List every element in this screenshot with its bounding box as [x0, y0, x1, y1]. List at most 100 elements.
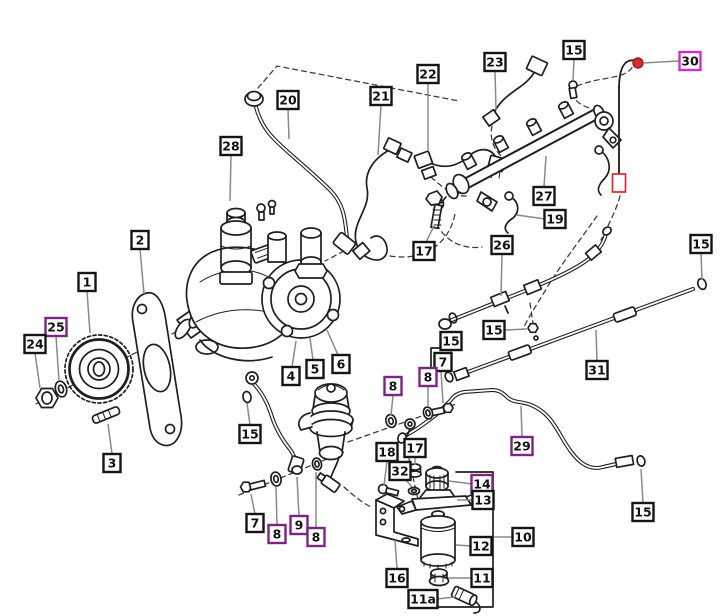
callout-label: 15 [442, 334, 459, 349]
callout-label: 4 [287, 369, 296, 384]
callout-32[interactable]: 32 [388, 460, 413, 488]
callout-23[interactable]: 23 [483, 51, 507, 111]
callout-label: 24 [26, 337, 44, 352]
callout-box [369, 85, 393, 107]
leader-line [572, 58, 575, 82]
callout-label: 8 [424, 370, 433, 385]
callout-11a[interactable]: 11a [407, 588, 456, 610]
callout-box [412, 240, 436, 262]
supply-tube-20 [244, 90, 357, 255]
callout-13[interactable]: 13 [457, 489, 495, 511]
callout-box [490, 234, 514, 256]
callout-26[interactable]: 26 [490, 234, 514, 297]
callout-8[interactable]: 8 [306, 472, 326, 548]
callout-box [562, 39, 586, 61]
callout-15[interactable]: 15 [238, 402, 262, 445]
callout-3[interactable]: 3 [102, 423, 122, 474]
callout-16[interactable]: 16 [385, 539, 409, 589]
callout-17[interactable]: 17 [412, 223, 436, 262]
callout-24[interactable]: 24 [23, 333, 47, 389]
callout-29[interactable]: 29 [510, 405, 534, 457]
leader-line [640, 468, 644, 504]
callout-box [678, 50, 702, 72]
callout-label: 26 [493, 238, 511, 253]
leader-line [309, 337, 314, 361]
callout-15[interactable]: 15 [631, 468, 655, 523]
callout-12[interactable]: 12 [455, 535, 493, 557]
callout-2[interactable]: 2 [130, 229, 150, 295]
callout-31[interactable]: 31 [585, 329, 609, 381]
callout-8[interactable]: 8 [267, 486, 287, 545]
callout-20[interactable]: 20 [276, 89, 300, 140]
callout-4[interactable]: 4 [281, 340, 301, 387]
callout-label: 15 [565, 43, 582, 58]
leader-line [296, 476, 300, 517]
leader-line [326, 329, 339, 356]
callout-label: 7 [251, 516, 260, 531]
callout-label: 9 [295, 518, 304, 533]
callout-19[interactable]: 19 [516, 208, 567, 230]
callout-6[interactable]: 6 [326, 329, 351, 375]
seal-15d [444, 371, 454, 383]
callout-box [306, 526, 326, 548]
o-ring-8c [311, 457, 323, 471]
callout-box [532, 185, 556, 207]
callout-15[interactable]: 15 [482, 319, 528, 341]
callout-21[interactable]: 21 [369, 85, 393, 156]
callout-7[interactable]: 7 [245, 493, 265, 534]
callout-label: 18 [378, 445, 395, 460]
rail-pressure-sensor [435, 173, 470, 210]
callout-label: 6 [337, 357, 346, 372]
leader-line [642, 60, 680, 64]
callout-8[interactable]: 8 [418, 366, 438, 407]
callout-10[interactable]: 10 [494, 526, 535, 548]
bolt-18 [377, 483, 400, 497]
leader-line [448, 480, 473, 485]
leader-line [700, 252, 703, 281]
callout-1[interactable]: 1 [77, 271, 97, 334]
callout-9[interactable]: 9 [289, 476, 309, 536]
callout-28[interactable]: 28 [219, 135, 243, 202]
filter-cap-14 [425, 465, 449, 492]
leader-line [246, 402, 251, 426]
callout-27[interactable]: 27 [532, 155, 556, 207]
callout-label: 30 [681, 54, 699, 69]
callout-11[interactable]: 11 [448, 567, 494, 589]
leader-line [229, 154, 232, 202]
callout-label: 25 [47, 320, 64, 335]
leader-line [503, 328, 528, 331]
callout-7[interactable]: 7 [433, 351, 453, 404]
callout-label: 17 [415, 244, 432, 259]
callout-box [23, 333, 47, 355]
rail-bolt-17 [425, 190, 443, 230]
callout-label: 1 [83, 275, 92, 290]
callout-label: 10 [514, 530, 532, 545]
callout-5[interactable]: 5 [305, 337, 325, 380]
callout-box [385, 567, 409, 589]
callout-25[interactable]: 25 [44, 316, 68, 382]
callout-box [470, 567, 494, 589]
callout-17[interactable]: 17 [403, 437, 427, 465]
callout-label: 31 [588, 363, 605, 378]
harness-23 [492, 70, 536, 116]
callout-label: 16 [388, 571, 406, 586]
filter-cartridge-12 [420, 510, 456, 570]
callout-15[interactable]: 15 [562, 39, 586, 82]
tube-31 [452, 277, 708, 382]
electric-pump-unit [298, 383, 354, 493]
callout-box [416, 63, 440, 85]
callout-box [238, 423, 262, 445]
filter-assembly [375, 463, 494, 614]
callout-box [130, 229, 150, 251]
callout-box [276, 89, 300, 111]
callout-box [510, 435, 534, 457]
callout-30[interactable]: 30 [642, 50, 702, 72]
callout-15[interactable]: 15 [689, 233, 713, 281]
callout-label: 21 [372, 89, 389, 104]
callout-18[interactable]: 18 [375, 441, 399, 487]
highlighted-tube-30 [611, 57, 644, 193]
callout-22[interactable]: 22 [416, 63, 440, 150]
leader-line [516, 214, 546, 220]
callout-8[interactable]: 8 [383, 375, 403, 416]
